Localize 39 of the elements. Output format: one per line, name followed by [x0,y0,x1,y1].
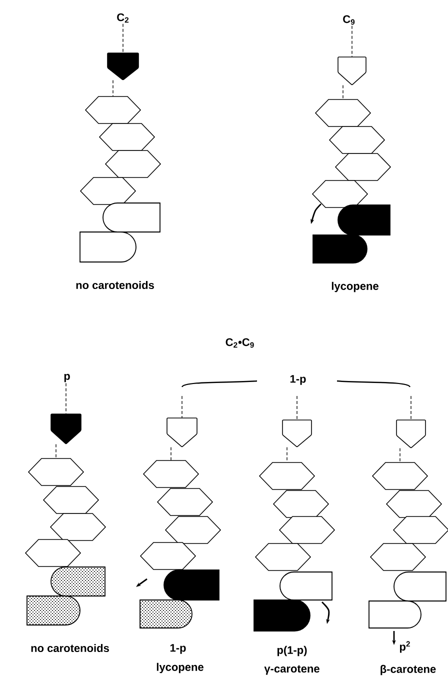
caption-label: 1-p [290,375,306,385]
half-round-subunit [338,204,390,236]
gene-label: p [64,374,70,382]
half-round-subunit [102,202,160,232]
dashed-connector [296,396,298,420]
caption-label: p(1-p) [277,646,307,656]
half-round-subunit [368,600,422,628]
dashed-connector [170,446,172,461]
half-round-subunit [26,596,80,626]
caption-label: β-carotene [380,664,436,676]
half-round-subunit [140,600,192,628]
gene-label: C$_{2}$ [117,13,129,23]
half-round-subunit [50,566,106,596]
pentagon-subunit [50,414,82,444]
half-round-subunit [280,572,332,600]
dashed-connector [342,84,344,100]
dashed-connector [112,80,114,97]
caption-label: 1-p [170,644,186,654]
dashed-connector [286,446,288,463]
caption-label: lycopene [156,662,204,674]
pentagon-subunit [166,418,198,447]
gene-label: C$_{9}$ [343,15,355,25]
pentagon-subunit [282,420,312,448]
caption-label: no carotenoids [31,644,109,652]
pentagon-subunit [338,56,366,85]
half-round-subunit [254,600,310,632]
half-round-subunit [80,232,136,262]
dashed-connector [122,24,124,54]
pentagon-subunit [396,420,426,448]
half-round-subunit [164,570,220,600]
half-round-subunit [312,234,368,264]
caption-label: no carotenoids [76,280,154,290]
half-round-subunit [394,572,446,602]
pentagon-subunit [107,52,139,80]
caption-label: γ-carotene [264,665,320,675]
caption-label: C$_{2}$•C$_{9}$ [226,338,254,348]
dashed-connector [410,396,412,420]
caption-label: lycopene [332,282,378,292]
caption-label: p$^{2}$ [400,641,410,653]
